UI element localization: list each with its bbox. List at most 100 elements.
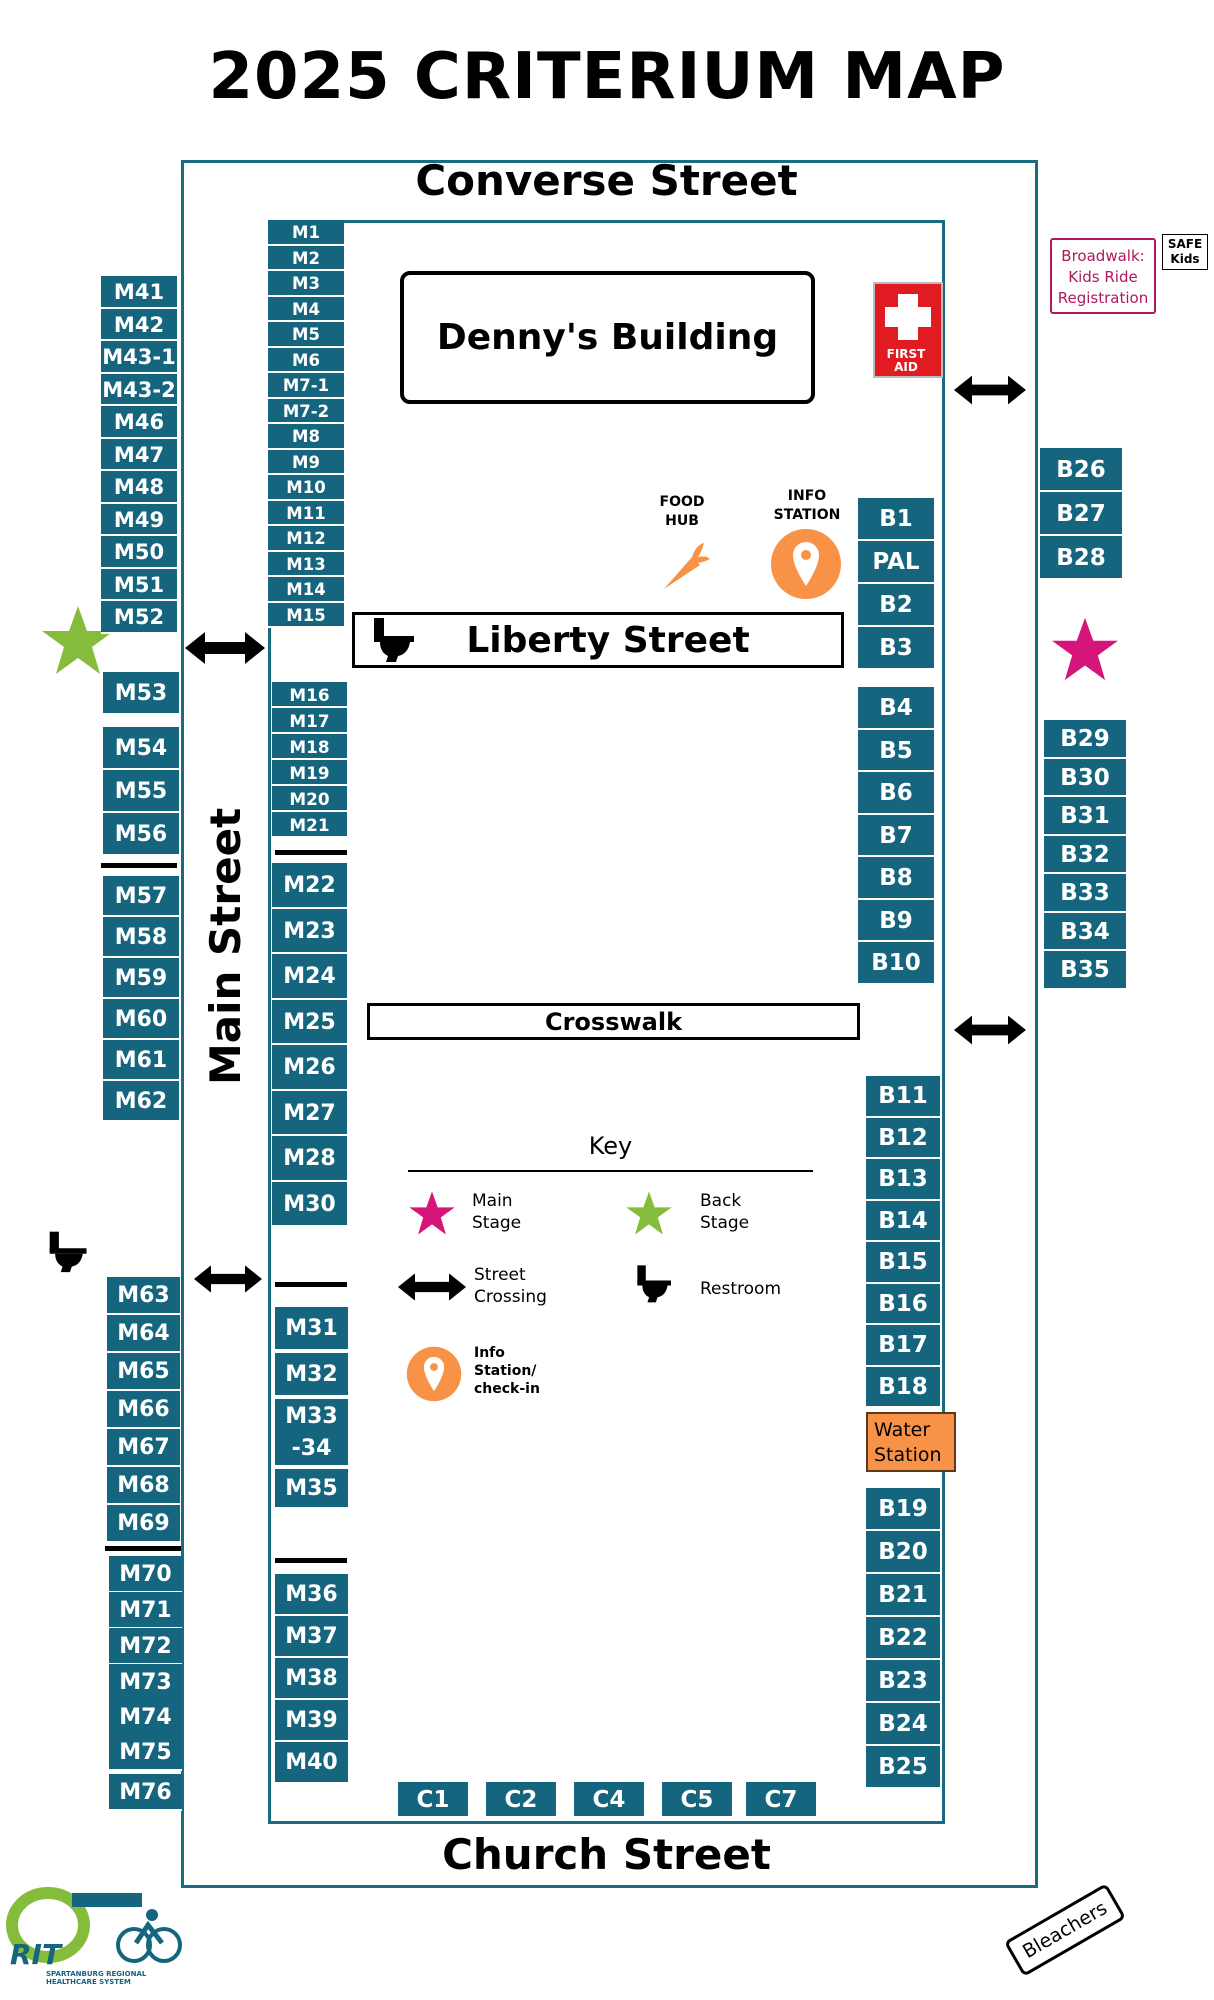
booth-b25: B25 (866, 1746, 940, 1789)
booth-m43-1: M43-1 (101, 341, 177, 374)
booth-m73: M73 (109, 1664, 182, 1701)
booth-b23: B23 (866, 1660, 940, 1703)
booth-b8: B8 (858, 857, 934, 900)
info-station-line-1: INFO (787, 488, 827, 504)
booth-pal: PAL (858, 541, 934, 584)
booth-b31: B31 (1044, 797, 1126, 836)
booth-m60: M60 (103, 999, 179, 1040)
booth-m58: M58 (103, 917, 179, 958)
booth-m13: M13 (268, 551, 344, 577)
broadwalk-line-3: Registration (1057, 289, 1149, 307)
booth-b5: B5 (858, 729, 934, 772)
logo-subtitle: SPARTANBURG REGIONAL HEALTHCARE SYSTEM (46, 1970, 147, 1986)
booth-b33: B33 (1044, 874, 1126, 913)
booth-b19: B19 (866, 1488, 940, 1531)
booth-c7: C7 (746, 1782, 816, 1818)
booth-m41: M41 (101, 276, 177, 309)
key-street-crossing-line-2: Crossing (474, 1287, 547, 1307)
key-info-line-1: Info (474, 1345, 505, 1361)
booth-m43-2: M43-2 (101, 373, 177, 406)
booth-b11: B11 (866, 1076, 940, 1118)
booth-m76: M76 (109, 1774, 182, 1811)
key-back-stage-star-icon (626, 1191, 672, 1235)
booth-m8: M8 (268, 424, 344, 450)
key-back-stage-label: Back Stage (700, 1190, 749, 1234)
booth-b26: B26 (1040, 448, 1122, 492)
booth-m1: M1 (268, 220, 344, 246)
back-stage-star-icon (42, 606, 114, 674)
booth-m68: M68 (107, 1467, 180, 1505)
booth-m64: M64 (107, 1315, 180, 1353)
food-hub-line-1: FOOD (659, 494, 705, 510)
booth-m67: M67 (107, 1429, 180, 1467)
divider-line (101, 863, 177, 868)
divider-line (275, 1282, 347, 1287)
booth-b7: B7 (858, 814, 934, 857)
booth-b9: B9 (858, 899, 934, 942)
booth-b4: B4 (858, 687, 934, 730)
divider-line (105, 1546, 181, 1551)
key-main-stage-line-1: Main (472, 1191, 513, 1211)
booth-m18: M18 (272, 734, 347, 760)
booth-b16: B16 (866, 1283, 940, 1325)
crosswalk-label: Crosswalk (367, 1003, 860, 1040)
carrot-icon (664, 543, 710, 589)
booth-m59: M59 (103, 958, 179, 999)
booth-b10: B10 (858, 942, 934, 985)
key-street-crossing-line-1: Street (474, 1265, 526, 1285)
booth-m51: M51 (101, 568, 177, 601)
booth-m27: M27 (272, 1090, 347, 1136)
key-rule (408, 1170, 813, 1172)
booth-m66: M66 (107, 1391, 180, 1429)
booth-b13: B13 (866, 1159, 940, 1201)
key-info-station-icon (406, 1346, 462, 1402)
broadwalk-kids-ride-registration: Broadwalk: Kids Ride Registration (1050, 238, 1156, 314)
booth-m23: M23 (272, 908, 347, 954)
booth-b28: B28 (1040, 536, 1122, 580)
booth-m42: M42 (101, 308, 177, 341)
key-main-stage-line-2: Stage (472, 1213, 522, 1233)
booth-m74: M74 (109, 1699, 182, 1736)
street-crossing-arrow-icon-3 (954, 375, 1026, 405)
booth-m28: M28 (272, 1136, 347, 1182)
booth-b34: B34 (1044, 912, 1126, 951)
booth-m22: M22 (272, 863, 347, 909)
divider-line (275, 1558, 347, 1563)
booth-c5: C5 (662, 1782, 732, 1818)
booth-m21: M21 (272, 812, 347, 838)
booth-b35: B35 (1044, 951, 1126, 990)
booth-m17: M17 (272, 708, 347, 734)
first-aid-station: FIRST AID (873, 282, 943, 378)
booth-b24: B24 (866, 1703, 940, 1746)
booth-m7-2: M7-2 (268, 398, 344, 424)
key-heading: Key (588, 1132, 633, 1160)
safe-kids-line-1: SAFE (1167, 237, 1203, 251)
booth-c4: C4 (574, 1782, 644, 1818)
booth-m69: M69 (107, 1505, 180, 1543)
booth-m49: M49 (101, 503, 177, 536)
key-back-stage-line-1: Back (700, 1191, 742, 1211)
booth-m16: M16 (272, 682, 347, 708)
booth-m25: M25 (272, 999, 347, 1045)
booth-m14: M14 (268, 577, 344, 603)
booth-b29: B29 (1044, 720, 1126, 759)
booth-m71: M71 (109, 1592, 182, 1629)
key-back-stage-line-2: Stage (700, 1213, 750, 1233)
booth-b14: B14 (866, 1200, 940, 1242)
main-stage-star-icon (1052, 617, 1118, 681)
booth-b18: B18 (866, 1366, 940, 1408)
booth-m38: M38 (275, 1658, 348, 1700)
key-restroom-label: Restroom (700, 1279, 782, 1299)
first-aid-cross-icon (885, 294, 931, 340)
food-hub-line-2: HUB (665, 513, 699, 529)
outer-road-boundary (181, 160, 1038, 1888)
booth-m56: M56 (103, 813, 179, 856)
dennys-building: Denny's Building (400, 271, 815, 404)
safe-kids-badge: SAFE Kids (1162, 234, 1208, 270)
booth-b6: B6 (858, 772, 934, 815)
booth-m75: M75 (109, 1734, 182, 1771)
booth-m62: M62 (103, 1081, 179, 1122)
booth-m2: M2 (268, 245, 344, 271)
booth-m63: M63 (107, 1277, 180, 1315)
booth-m48: M48 (101, 471, 177, 504)
